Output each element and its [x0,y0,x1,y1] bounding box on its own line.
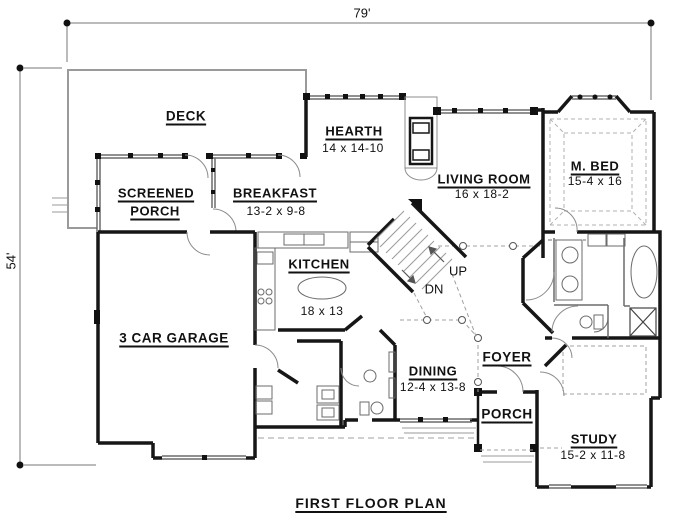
room-label-screened-porch-line1: SCREENED [117,185,195,201]
stairs-down-label: DN [424,281,444,297]
bath-fixtures [555,239,658,333]
room-label-kitchen: KITCHEN [288,256,350,272]
hearth-walls [303,93,406,157]
garage-side-door [94,310,100,324]
dimension-dots [16,19,655,469]
utility-fixtures [255,367,384,421]
room-dims-living-room: 16 x 18-2 [454,187,510,201]
front-door [496,365,524,393]
garage-doors [162,455,246,460]
room-label-screened-porch-line2: PORCH [130,203,180,219]
dining-walls [345,328,478,423]
room-label-master-bed: M. BED [570,158,620,174]
room-label-breakfast: BREAKFAST [233,185,317,201]
study-walls [535,340,662,489]
room-dims-hearth: 14 x 14-10 [322,141,384,155]
room-label-hearth: HEARTH [325,123,383,139]
room-label-garage: 3 CAR GARAGE [119,330,229,346]
porch-walls [474,388,562,463]
room-label-study: STUDY [570,431,618,447]
room-dims-dining: 12-4 x 13-8 [399,380,467,394]
study-door [539,371,565,397]
room-label-dining: DINING [408,363,458,379]
room-dims-kitchen: 18 x 13 [300,304,344,318]
screen-posts [95,153,307,212]
deck-doors [184,154,301,233]
kitchen-walls [278,314,364,332]
fireplace [404,96,438,181]
room-dims-breakfast: 13-2 x 9-8 [246,204,306,218]
room-label-deck: DECK [165,108,207,124]
bath-doors [525,271,579,359]
stairs [366,199,477,337]
room-label-living-room: LIVING ROOM [437,171,531,187]
living-room-walls [433,107,543,115]
plan-title: FIRST FLOOR PLAN [295,495,447,511]
room-dims-study: 15-2 x 11-8 [560,448,626,462]
room-label-foyer: FOYER [482,349,532,365]
bath-walls [521,230,662,340]
deck-steps [52,197,68,213]
dimension-lines [19,22,652,466]
kitchen-counters [254,231,379,331]
overall-width-dimension: 79' [353,5,371,21]
overall-depth-dimension: 54' [3,252,19,270]
master-bed-bay-window [572,94,616,100]
room-dims-master-bed: 15-4 x 16 [567,174,623,188]
master-bed-door [554,207,578,233]
room-label-porch: PORCH [481,406,533,422]
linen-closet [629,307,657,337]
foyer-columns [400,316,482,392]
utility-walls [255,339,347,429]
garage-door-arcs [186,231,279,369]
master-bed-tray-ceiling [549,118,647,226]
master-bed-walls [541,94,656,234]
front-patio-lines [258,427,477,439]
study-windows [549,484,647,489]
his-her-closets [548,233,626,247]
rear-patio [543,343,647,395]
stairs-up-label: UP [448,263,468,279]
